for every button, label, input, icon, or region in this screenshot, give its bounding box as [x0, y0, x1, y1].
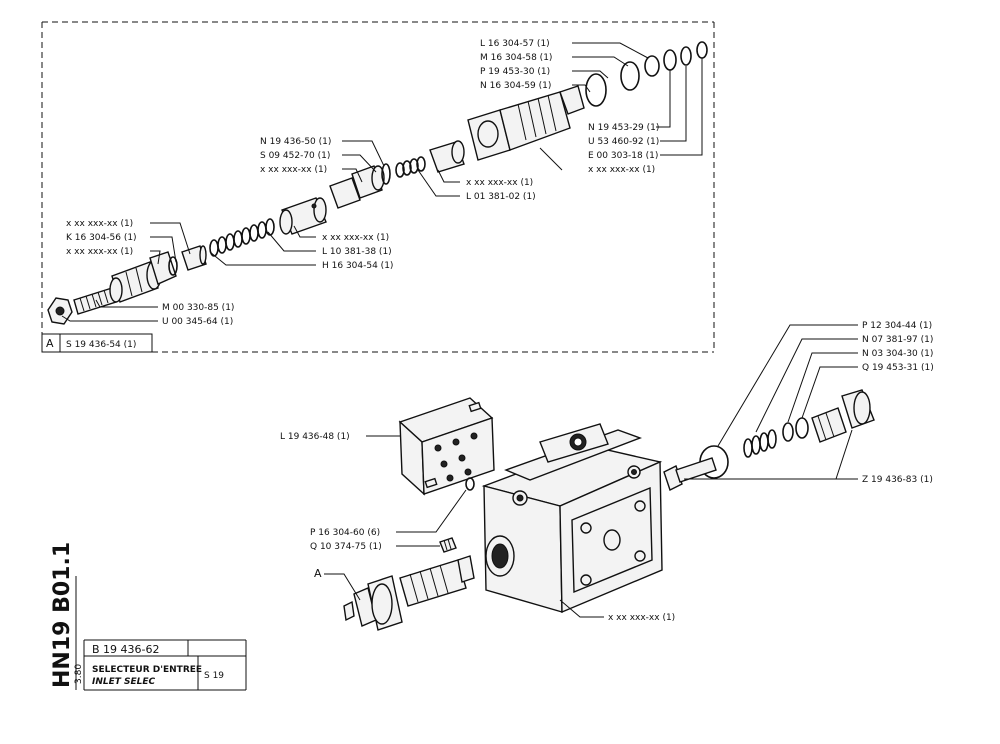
model-code: S 19 — [204, 671, 224, 681]
part-label: U 00 345-64 (1) — [162, 317, 233, 327]
ring-n-16-304-59 — [585, 73, 607, 107]
valve-housing — [481, 423, 663, 614]
inset-ref: S 19 436-54 (1) — [66, 340, 136, 350]
inset-parts — [47, 41, 708, 325]
o-ring-small — [168, 256, 178, 276]
part-label: x xx xxx-xx (1) — [608, 613, 675, 623]
inset-frame: A S 19 436-54 (1) — [41, 21, 715, 353]
part-label: x xx xxx-xx (1) — [66, 219, 133, 229]
ring-n-19-453-29 — [663, 49, 677, 71]
main-labels: P 12 304-44 (1) N 07 381-97 (1) N 03 304… — [280, 321, 934, 623]
ring-u-53-460-92 — [680, 46, 692, 66]
date-code: 3.80 — [74, 664, 84, 684]
nut-bore — [55, 306, 65, 316]
title-fr: SELECTEUR D'ENTREE — [92, 665, 202, 675]
ring-e-00-303-18 — [696, 41, 708, 59]
part-label: P 12 304-44 (1) — [862, 321, 932, 331]
valve-cartridge — [467, 85, 585, 161]
o-ring-cover — [465, 477, 475, 491]
part-label: K 16 304-56 (1) — [66, 233, 137, 243]
main-parts — [343, 389, 875, 631]
part-label: Z 19 436-83 (1) — [862, 475, 933, 485]
ring-p-19-453-30 — [620, 61, 640, 91]
part-label: x xx xxx-xx (1) — [588, 165, 655, 175]
part-label: L 16 304-57 (1) — [480, 39, 550, 49]
part-label: S 09 452-70 (1) — [260, 151, 330, 161]
spring-main — [743, 429, 777, 458]
o-ring-mid — [381, 163, 391, 185]
part-label: N 03 304-30 (1) — [862, 349, 933, 359]
spool-shaft — [329, 165, 385, 209]
part-label: H 16 304-54 (1) — [322, 261, 393, 271]
part-label: Q 19 453-31 (1) — [862, 363, 934, 373]
drawing-ref: B 19 436-62 — [92, 643, 160, 656]
part-label: x xx xxx-xx (1) — [322, 233, 389, 243]
sleeve — [279, 197, 327, 235]
part-label: L 19 436-48 (1) — [280, 432, 350, 442]
part-label: N 16 304-59 (1) — [480, 81, 551, 91]
ring-m-16-304-58 — [644, 55, 660, 77]
title-en: INLET SELEC — [92, 677, 156, 687]
part-label: L 01 381-02 (1) — [466, 192, 536, 202]
part-label: N 19 453-29 (1) — [588, 123, 659, 133]
part-label: x xx xxx-xx (1) — [260, 165, 327, 175]
part-label: M 00 330-85 (1) — [162, 303, 234, 313]
part-label: N 07 381-97 (1) — [862, 335, 933, 345]
bolt — [663, 457, 717, 491]
main-leaders — [324, 324, 858, 618]
inset-labels: L 16 304-57 (1) M 16 304-58 (1) P 19 453… — [66, 39, 659, 327]
part-label: E 00 303-18 (1) — [588, 151, 658, 161]
ring-q-19-453-31 — [795, 417, 809, 439]
ring-n-03-304-30 — [782, 422, 794, 442]
plug-z-19-436-83 — [811, 389, 875, 443]
part-label: x xx xxx-xx (1) — [66, 247, 133, 257]
part-label: U 53 460-92 (1) — [588, 137, 659, 147]
part-label: N 19 436-50 (1) — [260, 137, 331, 147]
title-block: HN19 B01.1 3.80 B 19 436-62 SELECTEUR D'… — [50, 542, 247, 691]
callout-a: A — [314, 567, 322, 580]
part-label: L 10 381-38 (1) — [322, 247, 392, 257]
cover-plate — [398, 397, 495, 496]
part-label: M 16 304-58 (1) — [480, 53, 552, 63]
part-label: x xx xxx-xx (1) — [466, 178, 533, 188]
spring-inset-mid — [395, 156, 426, 178]
piston — [429, 140, 465, 173]
part-label: P 19 453-30 (1) — [480, 67, 550, 77]
inset-marker: A — [46, 337, 54, 350]
inset-leaders — [61, 42, 703, 322]
cartridge-a — [343, 555, 475, 631]
spool-piece — [181, 245, 207, 271]
part-label: P 16 304-60 (6) — [310, 528, 380, 538]
plug-body — [109, 251, 177, 303]
side-code: HN19 B01.1 — [50, 542, 75, 688]
spring-inset-lower — [209, 218, 275, 257]
part-label: Q 10 374-75 (1) — [310, 542, 382, 552]
set-screw — [439, 537, 457, 553]
